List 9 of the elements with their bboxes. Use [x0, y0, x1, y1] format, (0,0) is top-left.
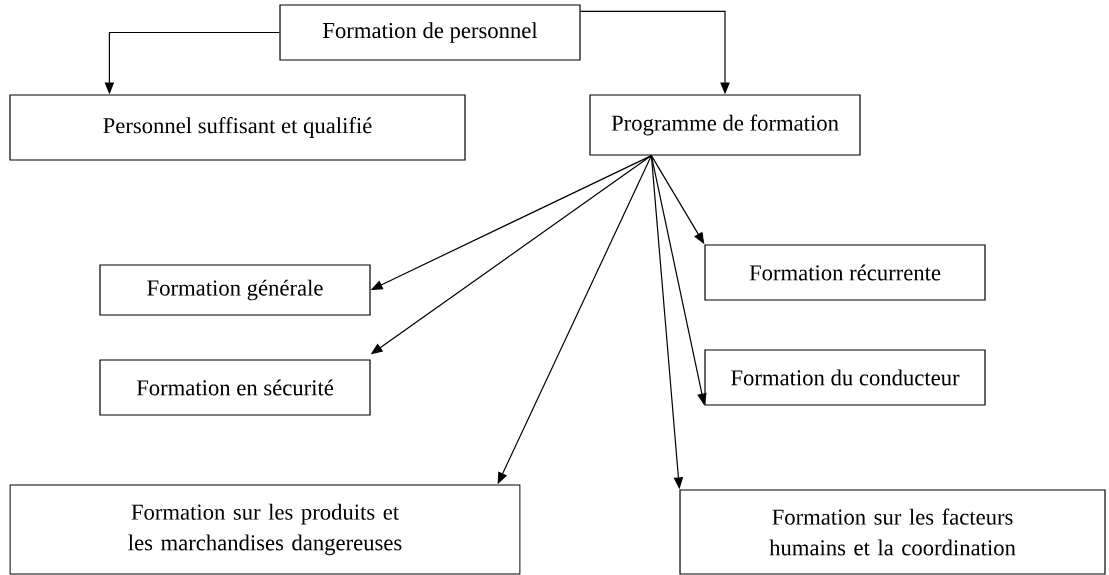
- text-box: Formation du conducteur: [704, 349, 986, 406]
- text-box: Programme de formation: [589, 94, 861, 156]
- text-box: Formation sur les produits et les marchandises dangereuses: [9, 484, 521, 575]
- text-box: Formation sur les facteurs humains et la coordination: [679, 489, 1106, 575]
- text-box: Formation de personnel: [279, 4, 581, 61]
- text-box: Formation récurrente: [704, 244, 986, 301]
- text-box: Personnel suffisant et qualifié: [9, 94, 466, 161]
- text-box: Formation en sécurité: [99, 359, 371, 416]
- text-box: Formation générale: [99, 264, 371, 316]
